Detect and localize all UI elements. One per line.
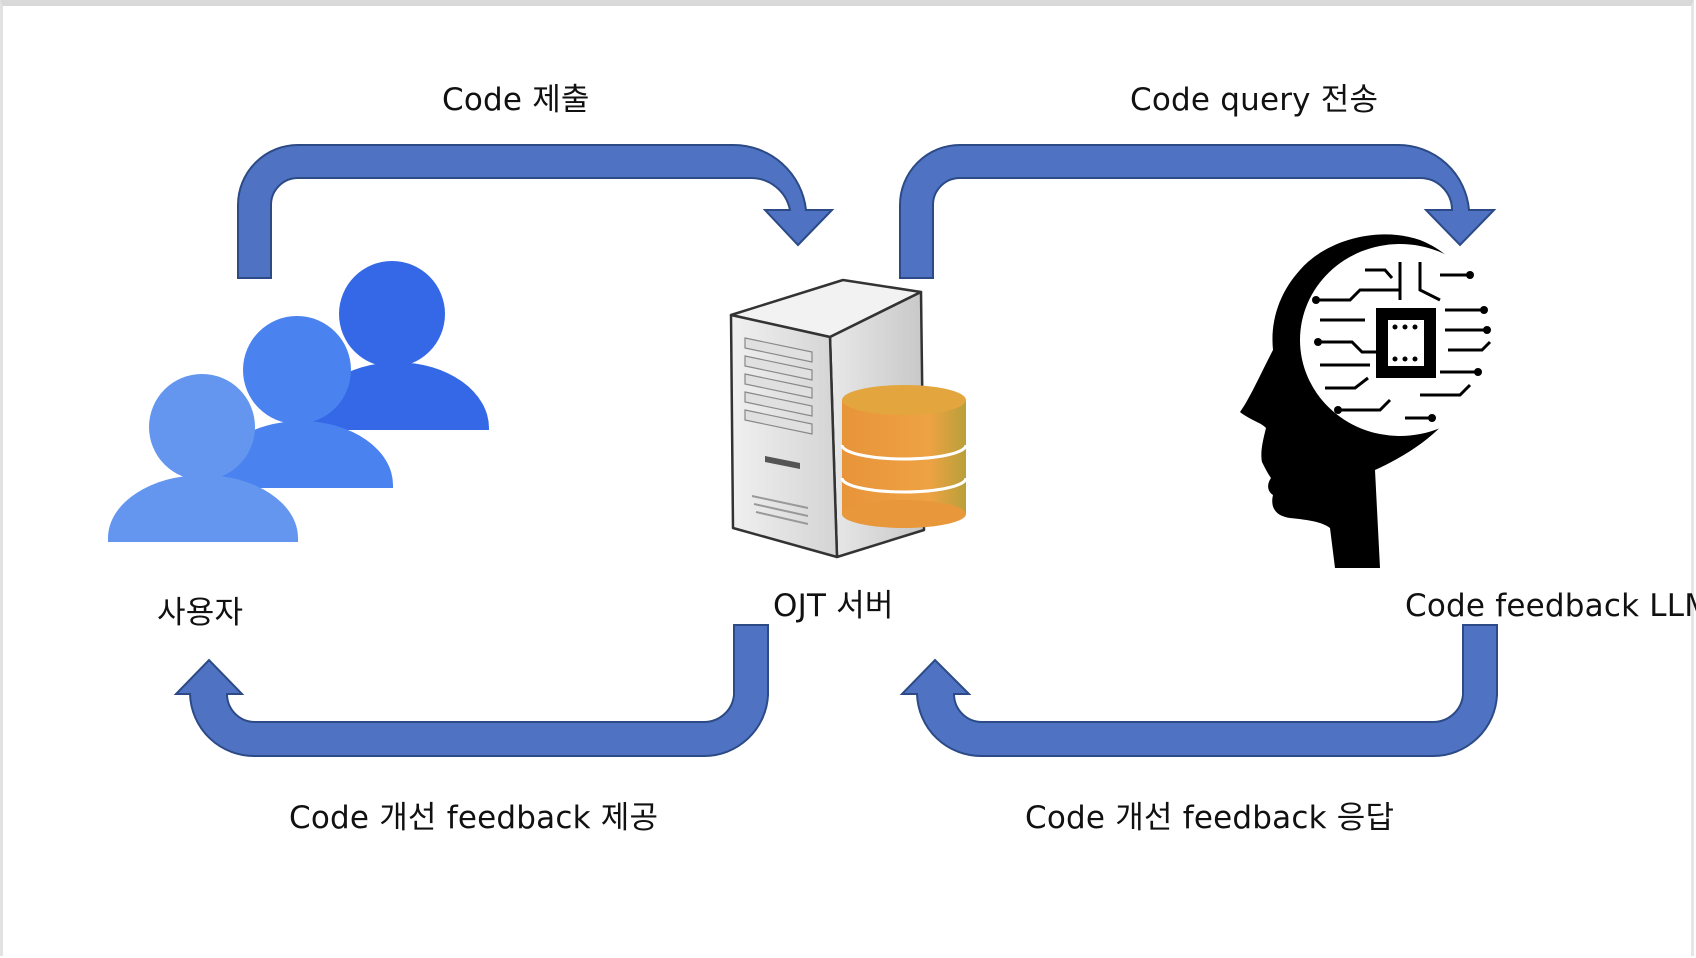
arrow-provide: [173, 624, 769, 758]
arrow-respond: [899, 624, 1498, 758]
label-code-feedback-llm: Code feedback LLM: [1405, 588, 1696, 624]
label-feedback-provide: Code 개선 feedback 제공: [289, 800, 659, 836]
arrow-submit: [237, 143, 835, 279]
server-database-icon: [729, 278, 968, 559]
label-code-submit: Code 제출: [442, 82, 590, 118]
label-ojt-server: OJT 서버: [773, 588, 894, 624]
label-user: 사용자: [157, 595, 244, 631]
label-feedback-respond: Code 개선 feedback 응답: [1025, 800, 1395, 836]
arrow-query: [899, 143, 1497, 279]
ai-brain-head-icon: [1240, 234, 1500, 568]
label-code-query: Code query 전송: [1130, 82, 1379, 118]
users-group-icon: [108, 261, 489, 542]
